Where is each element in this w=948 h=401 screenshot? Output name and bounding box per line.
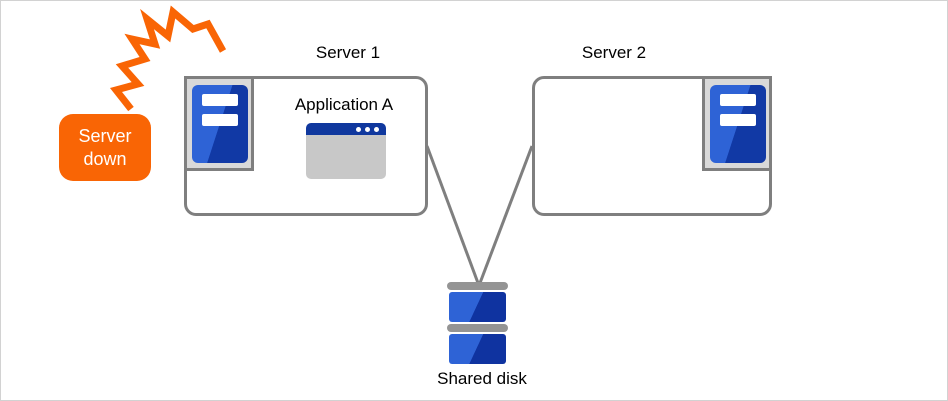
app-window-titlebar: [306, 123, 386, 135]
disk-block: [449, 334, 506, 364]
server-tower-icon: [184, 76, 254, 171]
connector-server1-disk: [425, 145, 480, 284]
disk-platter-bar: [447, 324, 508, 332]
shared-disk-label: Shared disk: [437, 369, 527, 388]
window-dot-icon: [374, 126, 379, 132]
window-dot-icon: [356, 126, 361, 132]
server-tower-icon: [702, 76, 772, 171]
application-a-label: Application A: [294, 95, 394, 114]
shared-disk-icon: [447, 282, 508, 364]
server-tower-slot: [720, 94, 756, 106]
server-down-badge-line1: Server: [78, 126, 132, 146]
connector-server2-disk: [478, 145, 534, 284]
server-tower-slot: [720, 114, 756, 126]
server1-label: Server 1: [315, 43, 381, 62]
server-tower-slot: [202, 94, 238, 106]
server2-label: Server 2: [581, 43, 647, 62]
window-dot-icon: [365, 126, 370, 132]
app-window-body: [306, 135, 386, 179]
server-down-badge-line2: down: [83, 148, 127, 169]
server-down-badge: Server down: [59, 114, 151, 181]
server-tower-body: [710, 85, 766, 163]
app-window-icon: [306, 123, 386, 179]
disk-platter-bar: [447, 282, 508, 290]
server-tower-body: [192, 85, 248, 163]
disk-block: [449, 292, 506, 322]
server-tower-slot: [202, 114, 238, 126]
